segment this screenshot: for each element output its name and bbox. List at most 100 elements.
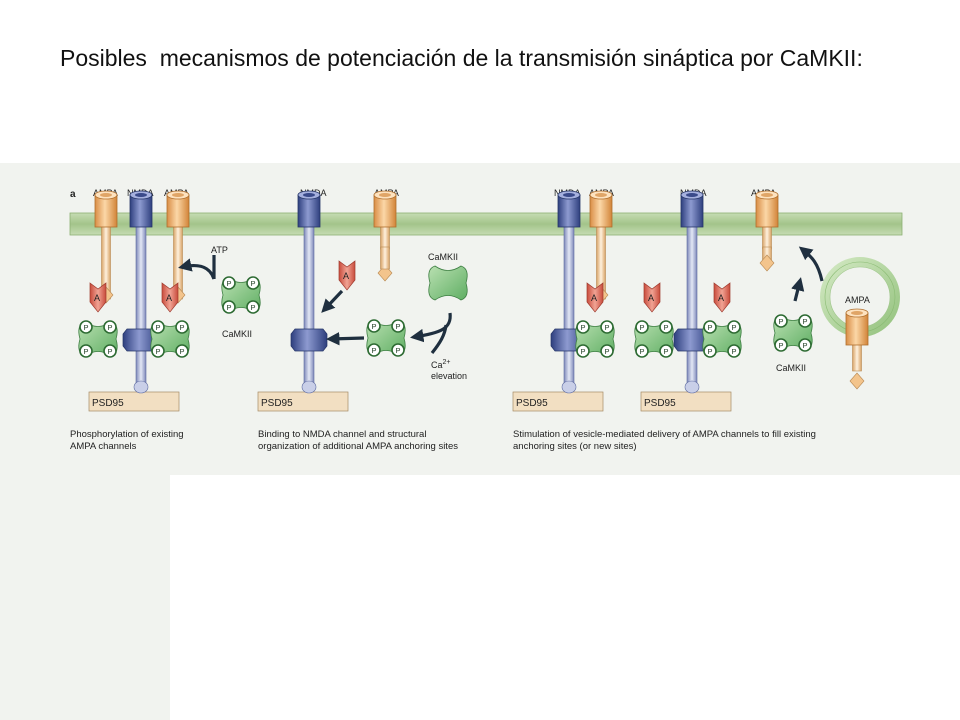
ampa-channel-short — [380, 224, 390, 250]
page-title: Posibles mecanismos de potenciación de l… — [60, 45, 863, 71]
phosphate-site: P — [367, 343, 381, 357]
caption-line: AMPA channels — [70, 441, 137, 452]
ampa-tail-diamond — [849, 372, 865, 390]
psd95-label: PSD95 — [92, 398, 124, 409]
panel-label: a — [70, 189, 76, 200]
phosphate-label: P — [371, 346, 376, 355]
phosphate-label: P — [226, 303, 231, 312]
phosphate-site: P — [367, 319, 381, 333]
phosphate-site: P — [635, 320, 649, 334]
phosphate-label: P — [604, 323, 609, 332]
phosphate-site: P — [175, 320, 189, 334]
nmda-channel — [129, 190, 153, 228]
panel-vesicle-delivery: A A A CaMKII AMPA — [550, 190, 900, 394]
phosphate-label: P — [663, 347, 668, 356]
phosphate-label: P — [155, 347, 160, 356]
phosphate-site: P — [79, 320, 93, 334]
panel-nmda-binding: A CaMKII Ca2+ elevation — [290, 190, 468, 394]
phosphate-site: P — [222, 300, 236, 314]
phosphate-label: P — [395, 346, 400, 355]
anchor-label: A — [166, 293, 172, 303]
calcium-arrow — [430, 324, 448, 354]
phosphate-site: P — [151, 344, 165, 358]
phosphate-label: P — [83, 347, 88, 356]
phosphate-site: P — [703, 344, 717, 358]
nmda-channel — [297, 190, 321, 228]
ampa-channel — [755, 190, 779, 228]
psd95-label: PSD95 — [644, 398, 676, 409]
phosphate-label: P — [663, 323, 668, 332]
ampa-channel — [373, 190, 397, 228]
phosphate-label: P — [707, 347, 712, 356]
anchor-label: A — [94, 293, 100, 303]
nmda-channel — [557, 190, 581, 228]
nmda-channel-bulge — [290, 328, 328, 352]
phosphate-site: P — [103, 344, 117, 358]
phosphate-label: P — [371, 322, 376, 331]
delivery-arrow — [791, 277, 805, 302]
calcium-charge: 2+ — [443, 359, 451, 366]
psd95-block — [88, 391, 180, 412]
caption-line: Phosphorylation of existing — [70, 429, 184, 440]
camkii-to-nmda-arrow — [325, 332, 365, 346]
psd95-label: PSD95 — [516, 398, 548, 409]
captions: Phosphorylation of existing AMPA channel… — [70, 429, 816, 452]
phosphate-site: P — [727, 320, 741, 334]
phosphate-label: P — [604, 347, 609, 356]
camkii-label: CaMKII — [222, 329, 252, 339]
phosphate-label: P — [250, 303, 255, 312]
phosphate-site: P — [798, 338, 812, 352]
phosphate-label: P — [155, 323, 160, 332]
phosphate-site: P — [79, 344, 93, 358]
nmda-channel — [680, 190, 704, 228]
phosphate-site: P — [175, 344, 189, 358]
activation-arrow — [410, 312, 452, 343]
phosphate-site: P — [659, 320, 673, 334]
psd95-block — [512, 391, 604, 412]
camkii-label: CaMKII — [776, 363, 806, 373]
phosphate-site: P — [246, 300, 260, 314]
phosphate-site: P — [635, 344, 649, 358]
calcium-symbol: Ca — [431, 360, 443, 370]
nmda-channel-stem — [301, 208, 317, 394]
phosphate-site: P — [391, 343, 405, 357]
calcium-label: Ca2+ — [431, 359, 451, 370]
ampa-channel — [94, 190, 118, 228]
phosphate-label: P — [179, 347, 184, 356]
anchor-label: A — [718, 293, 724, 303]
phosphate-label: P — [731, 323, 736, 332]
phosphate-site: P — [391, 319, 405, 333]
anchor-label: A — [591, 293, 597, 303]
phosphate-site: P — [246, 276, 260, 290]
phosphorylation-arrow — [178, 258, 216, 280]
phosphate-label: P — [778, 341, 783, 350]
phosphate-label: P — [802, 317, 807, 326]
phosphate-site: P — [151, 320, 165, 334]
phosphate-label: P — [580, 347, 585, 356]
phosphate-label: P — [395, 322, 400, 331]
phosphate-site: P — [103, 320, 117, 334]
ampa-channel — [166, 190, 190, 228]
caption-line: anchoring sites (or new sites) — [513, 441, 637, 452]
phosphate-label: P — [639, 323, 644, 332]
phosphate-label: P — [107, 323, 112, 332]
phosphate-label: P — [83, 323, 88, 332]
phosphate-site: P — [727, 344, 741, 358]
camkii-mechanism-diagram: a AMPA NMDA AMPA NMDA AMPA NMDA AMPA NMD… — [69, 188, 903, 452]
caption-line: Binding to NMDA channel and structural — [258, 429, 426, 440]
anchor-binding-arrow — [321, 289, 344, 313]
ampa-channel-short — [762, 224, 772, 250]
ampa-channel — [589, 190, 613, 228]
anchor-label: A — [343, 271, 349, 281]
phosphate-label: P — [107, 347, 112, 356]
phosphate-label: P — [250, 279, 255, 288]
nmda-channel-stem — [561, 208, 577, 394]
nmda-channel-stem — [133, 208, 149, 394]
phosphate-label: P — [778, 317, 783, 326]
ampa-tail-diamond — [759, 254, 775, 272]
insertion-arrow — [798, 246, 824, 282]
phosphate-label: P — [179, 323, 184, 332]
atp-label: ATP — [211, 245, 228, 255]
phosphate-site: P — [600, 320, 614, 334]
